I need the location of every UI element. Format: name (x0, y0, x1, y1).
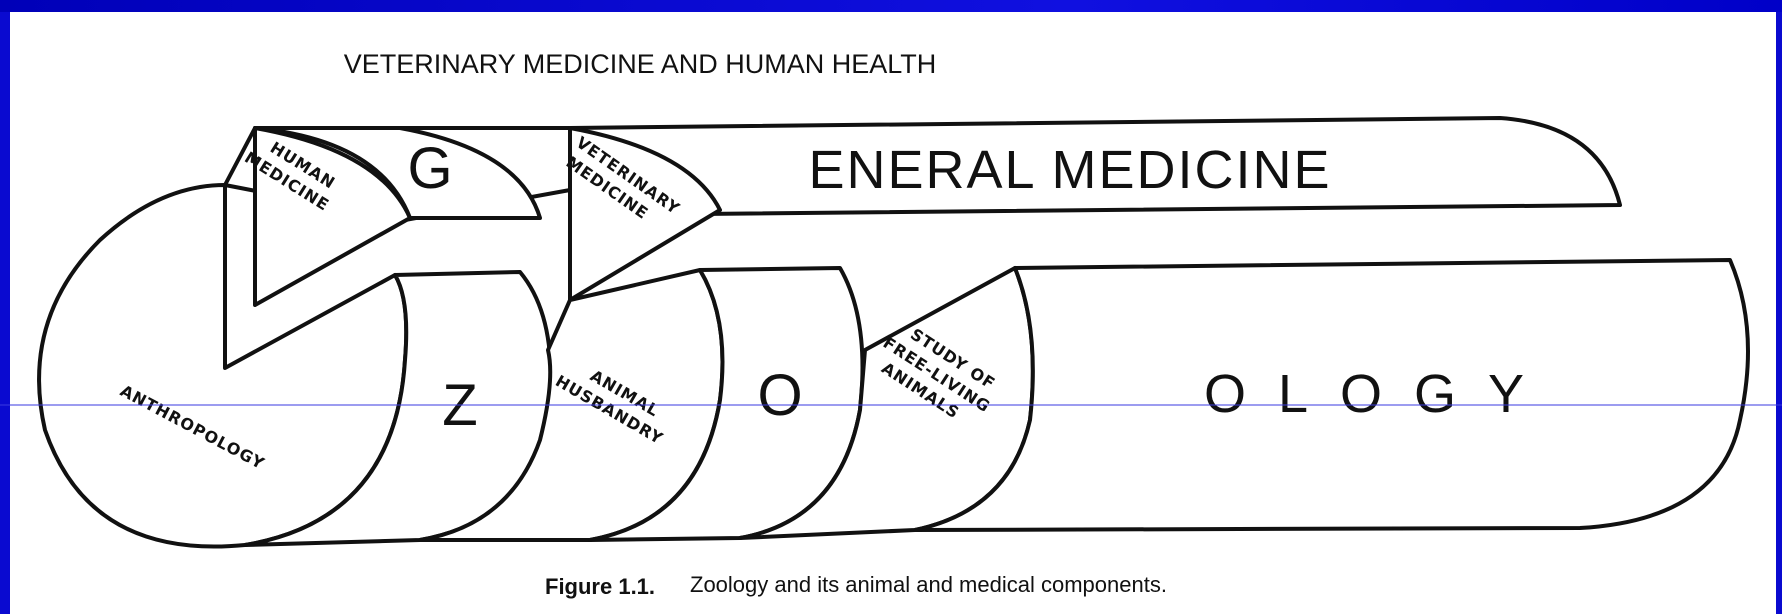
caption-figure-number: Figure 1.1. (545, 574, 655, 599)
figure-title: VETERINARY MEDICINE AND HUMAN HEALTH (344, 49, 937, 79)
caption-text: Zoology and its animal and medical compo… (690, 572, 1167, 597)
letters-ology: OLOGY (1204, 364, 1556, 424)
banner-eneral-medicine: ENERAL MEDICINE (808, 140, 1331, 200)
letter-o: O (757, 363, 802, 428)
letter-g: G (407, 136, 452, 201)
